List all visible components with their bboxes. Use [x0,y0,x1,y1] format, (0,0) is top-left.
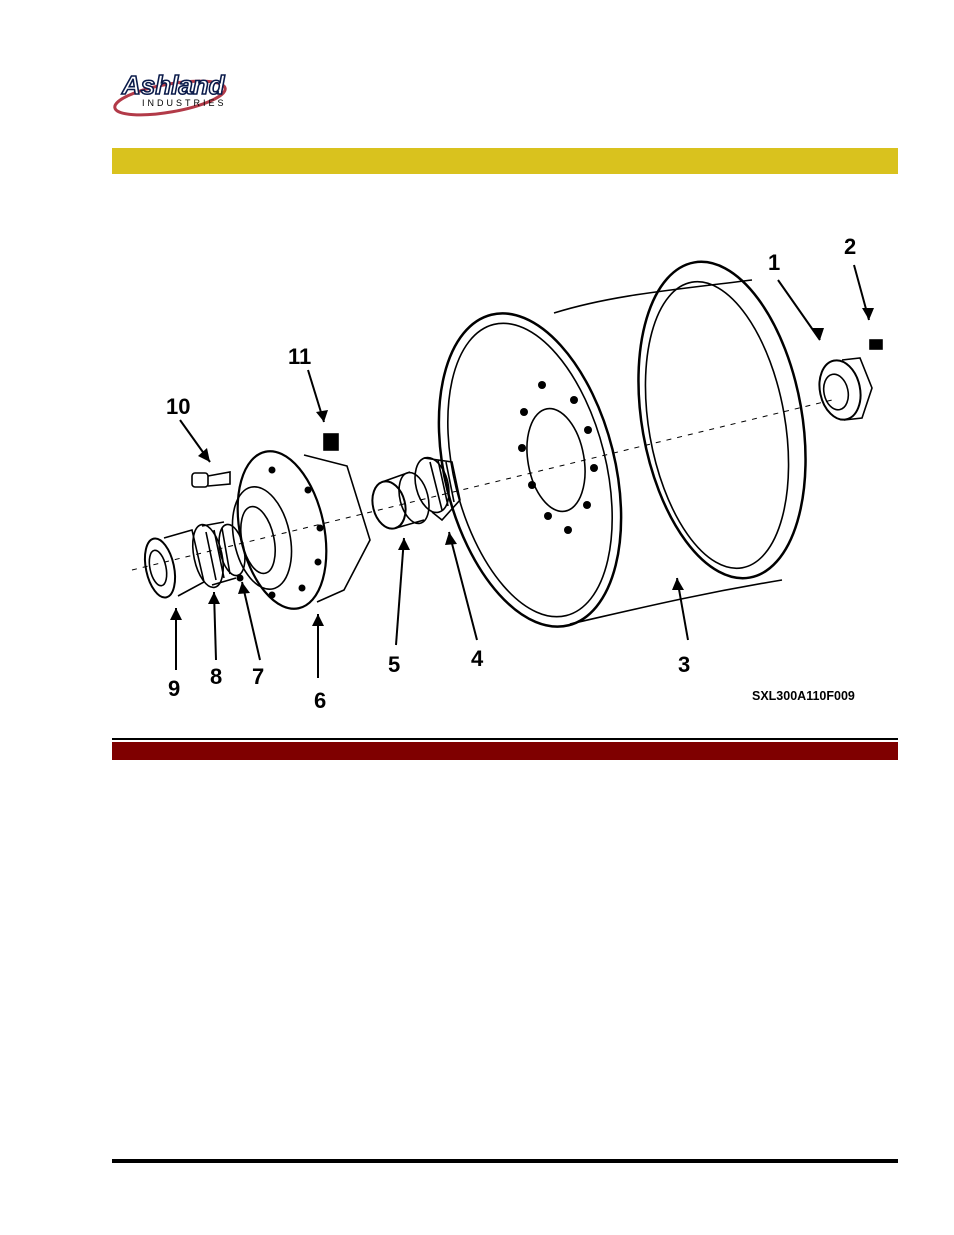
callout-8: 8 [210,664,222,689]
callout-9: 9 [168,676,180,701]
ashland-industries-logo: Ashland INDUSTRIES [112,68,252,118]
wheel-rim [409,249,829,646]
callout-11: 11 [288,344,311,369]
wheel-nut [324,434,338,450]
callout-10: 10 [166,394,190,419]
callout-1: 1 [768,250,780,275]
callout-7: 7 [252,664,264,689]
bearing-cone-inner [188,522,236,590]
wheel-hub-exploded-diagram: 1 2 3 4 5 6 7 8 9 10 11 SXL300A110F009 [112,200,898,730]
section-band [112,738,898,760]
callout-6: 6 [314,688,326,713]
callout-2: 2 [844,234,856,259]
header-band [112,148,898,174]
callout-4: 4 [471,646,484,671]
oil-seal [140,530,204,600]
svg-text:Ashland: Ashland [121,70,226,100]
callout-5: 5 [388,652,400,677]
footer-rule [112,1159,898,1163]
bearing-cup-outer [368,469,434,532]
svg-text:INDUSTRIES: INDUSTRIES [142,98,227,108]
callout-3: 3 [678,652,690,677]
section-band-fill [112,742,898,760]
wheel-stud [192,472,230,487]
screw [870,340,882,349]
hub-cap [814,356,872,423]
figure-id: SXL300A110F009 [752,689,855,703]
